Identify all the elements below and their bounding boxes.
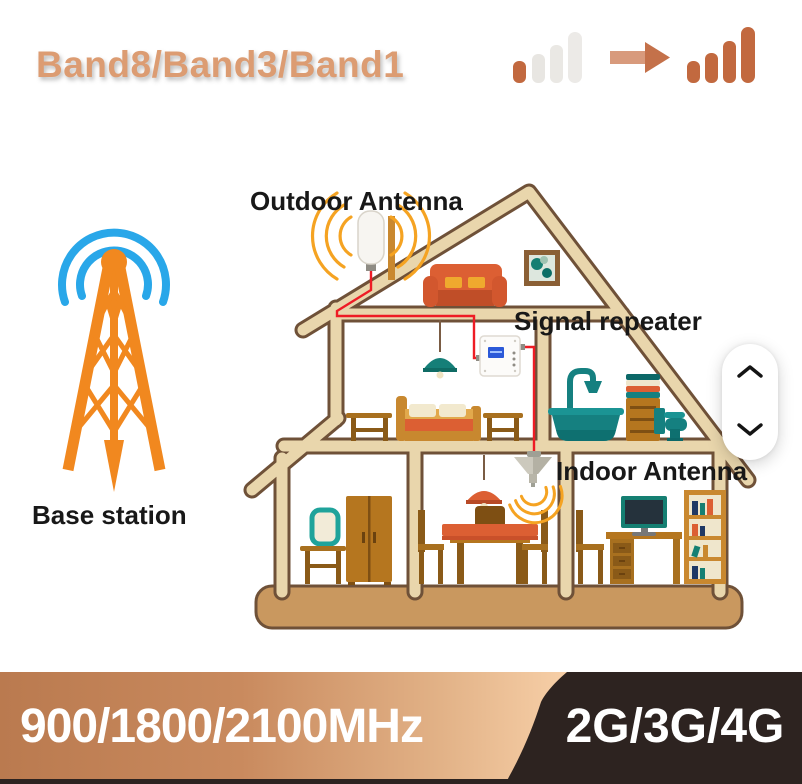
right-arrow-icon <box>610 42 670 73</box>
signal-repeater-label: Signal repeater <box>514 306 702 336</box>
coax-cable-outdoor <box>335 266 482 360</box>
vanity-mirror <box>309 507 341 547</box>
outdoor-signal-waves <box>310 191 432 281</box>
indoor-antenna-cone <box>508 451 564 525</box>
dining-pendant-lamp <box>466 455 502 511</box>
signal-repeater-device <box>476 335 525 377</box>
bottom-banner: 900/1800/2100MHz 2G/3G/4G <box>0 672 802 784</box>
base-station-label: Base station <box>32 500 187 530</box>
shower <box>567 368 602 412</box>
chevron-down-icon <box>735 421 765 441</box>
coax-cable-indoor <box>521 345 536 456</box>
nightstand-left <box>346 413 392 441</box>
network-generations: 2G/3G/4G <box>565 700 785 753</box>
bathtub <box>548 408 624 441</box>
office-chair <box>576 510 604 584</box>
dining-chair-far <box>475 506 505 528</box>
nightstand-right <box>483 413 523 441</box>
page-title: Band8/Band3/Band1 <box>36 44 405 85</box>
base-station-tower <box>58 228 170 492</box>
toilet <box>654 408 687 441</box>
weak-signal-bars-icon <box>513 32 582 83</box>
bookshelf <box>684 490 726 584</box>
bed <box>396 396 481 441</box>
scroll-down-button[interactable] <box>722 402 778 460</box>
scroll-control <box>722 344 778 460</box>
monitor <box>621 496 667 536</box>
wall-picture <box>524 250 560 286</box>
attic-couch <box>423 264 507 307</box>
wardrobe <box>346 496 392 585</box>
dining-chair-left <box>418 510 444 584</box>
indoor-signal-waves <box>508 484 564 525</box>
house-foundation <box>254 584 744 630</box>
chevron-up-icon <box>735 363 765 383</box>
banner-dark-section <box>0 672 802 784</box>
frequency-range: 900/1800/2100MHz <box>20 700 424 753</box>
strong-signal-bars-icon <box>687 27 755 83</box>
outdoor-antenna-label: Outdoor Antenna <box>250 186 463 216</box>
towel-cabinet <box>626 374 660 441</box>
signal-upgrade-indicator <box>500 22 762 100</box>
scroll-up-button[interactable] <box>722 344 778 402</box>
vanity-table <box>300 546 346 584</box>
desk <box>606 532 682 584</box>
dining-table <box>442 524 538 584</box>
house-frame <box>243 183 757 601</box>
bedroom-pendant-lamp <box>423 320 457 379</box>
indoor-antenna-label: Indoor Antenna <box>556 456 748 486</box>
outdoor-antenna <box>310 191 432 281</box>
dining-chair-right <box>522 510 548 584</box>
